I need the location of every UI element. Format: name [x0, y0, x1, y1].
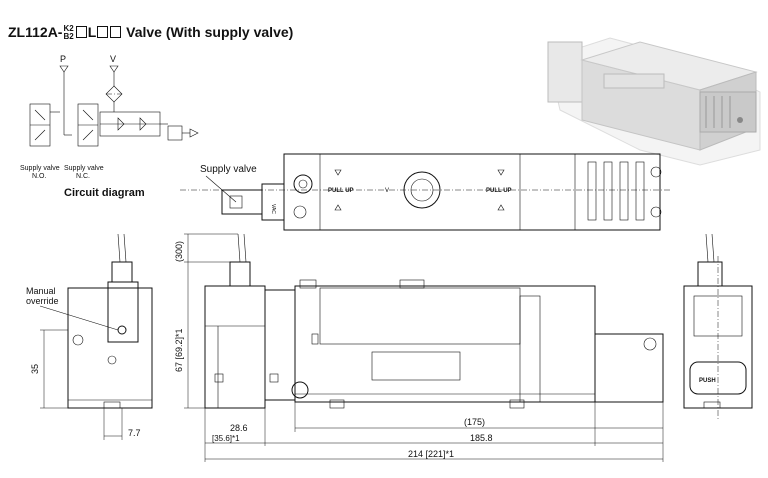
dim-7-7: 7.7 [128, 428, 141, 438]
caption-nc-line1: Supply valve [64, 165, 104, 172]
title-variant-b2: B2 [63, 32, 74, 42]
dim-175: (175) [464, 417, 485, 427]
front-view: (300) 67 [69.2]*1 28.6 [35.6]*1 (175) 18… [174, 233, 664, 462]
dim-67: 67 [69.2]*1 [174, 328, 184, 372]
title-mid: L [87, 24, 97, 40]
caption-no-line1: Supply valve [20, 165, 60, 172]
pull-up-left: PULL UP [328, 188, 354, 194]
push-label: PUSH [699, 378, 716, 384]
circuit-diagram-heading: Circuit diagram [64, 187, 145, 199]
port-mark: V [385, 188, 389, 194]
supply-valve-callout: Supply valve [200, 164, 257, 175]
title-placeholder-box [75, 26, 87, 38]
product-photo [547, 37, 761, 166]
dim-185-8: 185.8 [470, 433, 493, 443]
top-view: Supply valve VAC PULL UP PULL UP V [180, 153, 672, 231]
side-view-left: Manual override 35 7.7 [26, 233, 153, 440]
dim-214: 214 [221]*1 [408, 449, 454, 459]
circuit-port-p: P [60, 54, 66, 64]
pull-up-right: PULL UP [486, 188, 512, 194]
side-body [67, 287, 153, 409]
title-suffix: Valve (With supply valve) [126, 24, 294, 40]
silencer-front [594, 333, 664, 403]
title-prefix: ZL112A- [8, 24, 63, 40]
dim-35-6: [35.6]*1 [212, 434, 240, 443]
caption-nc-line2: N.C. [76, 173, 90, 180]
circuit-diagram: P V Supply valve N.O. Supply valve N.C. [20, 54, 199, 199]
vac-mark: VAC [270, 204, 276, 214]
dim-35: 35 [30, 364, 40, 374]
manual-override-button [117, 325, 127, 335]
manual-override-label-line1: Manual [26, 286, 56, 296]
valve-body-top [283, 153, 661, 231]
side-view-right: PUSH [683, 233, 753, 420]
dim-28-6: 28.6 [230, 423, 248, 433]
dim-300: (300) [174, 241, 184, 262]
circuit-port-v: V [110, 54, 116, 64]
title-variant-k2: K2 [63, 24, 74, 34]
caption-no-line2: N.O. [32, 173, 46, 180]
supply-valve-front [204, 285, 266, 409]
manual-override-label-line2: override [26, 296, 59, 306]
manual-override-housing [107, 281, 139, 343]
title-placeholder-box [97, 26, 109, 38]
title-placeholder-box [110, 26, 122, 38]
